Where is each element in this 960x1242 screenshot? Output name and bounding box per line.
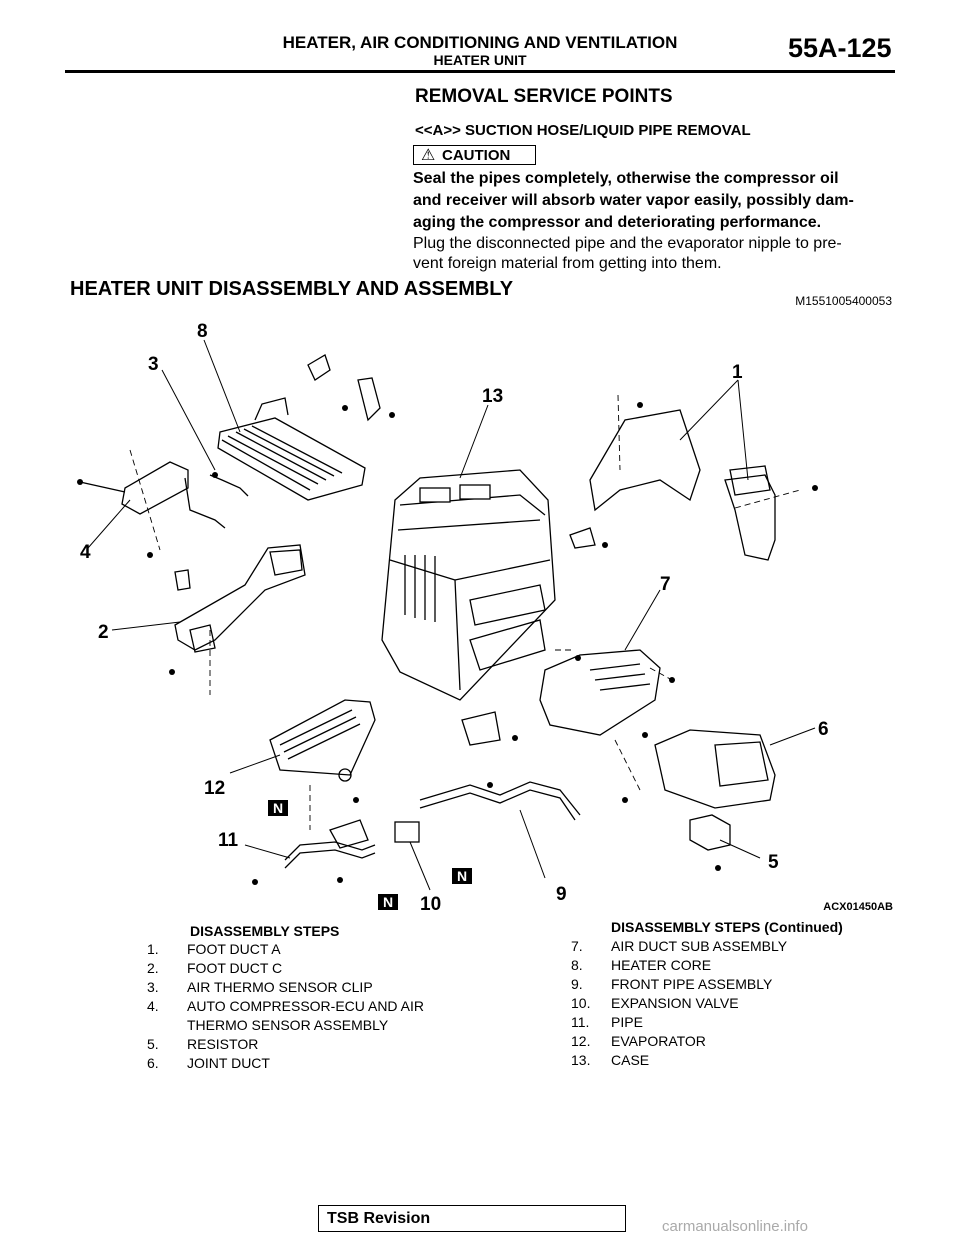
callout-8: 8 bbox=[197, 321, 208, 342]
caution-box: ⚠ CAUTION bbox=[413, 145, 536, 165]
caution-line: and receiver will absorb water vapor eas… bbox=[413, 192, 854, 209]
exploded-diagram: 1 2 3 4 5 6 7 8 9 10 11 12 13 N N N ACX0… bbox=[77, 321, 893, 915]
caution-text: Seal the pipes completely, otherwise the… bbox=[413, 168, 893, 234]
air-duct-part bbox=[539, 649, 661, 736]
header-rule bbox=[65, 70, 895, 73]
caution-line: aging the compressor and deteriorating p… bbox=[413, 214, 822, 231]
n-marker: N bbox=[273, 800, 283, 816]
pipe-part bbox=[284, 841, 376, 861]
tsb-revision-box: TSB Revision bbox=[318, 1205, 626, 1232]
callout-2: 2 bbox=[98, 622, 109, 643]
steps-left-list: 1.FOOT DUCT A 2.FOOT DUCT C 3.AIR THERMO… bbox=[147, 941, 425, 1071]
callout-4: 4 bbox=[80, 542, 91, 563]
steps-left-title: DISASSEMBLY STEPS bbox=[190, 923, 340, 939]
sensor-clip-part bbox=[209, 474, 249, 497]
callout-3: 3 bbox=[148, 354, 159, 375]
callout-10: 10 bbox=[420, 894, 441, 915]
n-marker: N bbox=[457, 868, 467, 884]
chapter-title: HEATER, AIR CONDITIONING AND VENTILATION bbox=[282, 33, 678, 52]
figure-code: ACX01450AB bbox=[823, 901, 893, 913]
section-subtitle: HEATER UNIT bbox=[433, 52, 527, 68]
callout-13: 13 bbox=[482, 386, 503, 407]
callout-12: 12 bbox=[204, 778, 225, 799]
callout-9: 9 bbox=[556, 884, 567, 905]
tsb-revision-label: TSB Revision bbox=[327, 1210, 431, 1227]
note-text: Plug the disconnected pipe and the evapo… bbox=[413, 234, 893, 274]
steps-right-title: DISASSEMBLY STEPS (Continued) bbox=[611, 919, 843, 935]
caution-label: CAUTION bbox=[442, 147, 511, 164]
ecu-part bbox=[79, 461, 226, 529]
removal-title: REMOVAL SERVICE POINTS bbox=[415, 86, 673, 107]
callout-5: 5 bbox=[768, 852, 779, 873]
expansion-valve-part bbox=[394, 821, 420, 843]
callout-6: 6 bbox=[818, 719, 829, 740]
callout-1: 1 bbox=[732, 362, 743, 383]
callout-7: 7 bbox=[660, 574, 671, 595]
foot-duct-a-part bbox=[589, 409, 776, 561]
callout-11: 11 bbox=[218, 830, 239, 851]
foot-duct-c-part bbox=[174, 544, 306, 653]
steps-right-list: 7.AIR DUCT SUB ASSEMBLY 8.HEATER CORE 9.… bbox=[571, 938, 788, 1068]
removal-subtitle: <<A>> SUCTION HOSE/LIQUID PIPE REMOVAL bbox=[415, 122, 751, 139]
document-id: M1551005400053 bbox=[795, 294, 892, 308]
note-line: Plug the disconnected pipe and the evapo… bbox=[413, 235, 842, 252]
watermark[interactable]: carmanualsonline.info bbox=[662, 1218, 808, 1235]
case-part bbox=[381, 469, 556, 701]
evaporator-part bbox=[269, 699, 376, 782]
heater-core-part bbox=[217, 397, 366, 501]
note-line: vent foreign material from getting into … bbox=[413, 255, 722, 272]
resistor-part bbox=[689, 814, 731, 851]
n-marker: N bbox=[383, 894, 393, 910]
warning-icon: ⚠ bbox=[421, 147, 436, 164]
caution-line: Seal the pipes completely, otherwise the… bbox=[413, 170, 839, 187]
front-pipe-part bbox=[419, 781, 581, 816]
joint-duct-part bbox=[654, 729, 776, 809]
assembly-title: HEATER UNIT DISASSEMBLY AND ASSEMBLY bbox=[70, 278, 514, 300]
page-number: 55A-125 bbox=[788, 33, 892, 63]
